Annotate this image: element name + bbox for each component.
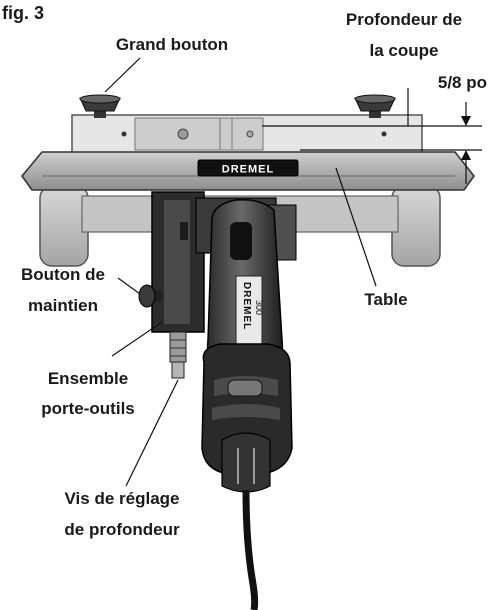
- ensemble-line1: Ensemble: [48, 369, 128, 388]
- power-cord: [242, 489, 259, 610]
- tool-brand-label: DREMEL: [241, 282, 252, 330]
- ensemble-line2: porte-outils: [41, 399, 135, 418]
- bouton-maintien-line1: Bouton de: [21, 265, 105, 284]
- depth-value-label: 5/8 po: [438, 73, 487, 92]
- bouton-maintien-line2: maintien: [28, 296, 98, 315]
- rotary-tool: [201, 198, 293, 493]
- leader-lines: [104, 57, 377, 487]
- grand-bouton-label: Grand bouton: [116, 35, 228, 54]
- depth-dimension: [262, 88, 482, 184]
- table-label: Table: [364, 290, 407, 309]
- large-knob-left: [79, 94, 121, 118]
- vis-reglage-line1: Vis de réglage: [65, 489, 180, 508]
- vis-reglage-line2: de profondeur: [64, 520, 180, 539]
- figure-number: fig. 3: [2, 3, 44, 23]
- holding-knob: [138, 284, 162, 308]
- profondeur-label-line2: la coupe: [370, 41, 439, 60]
- fence: [71, 114, 423, 154]
- large-knob-right: [354, 94, 396, 118]
- tool-model-label: 300: [254, 300, 264, 315]
- table-top: [20, 151, 476, 191]
- profondeur-label-line1: Profondeur de: [346, 10, 462, 29]
- depth-adjust-screw: [169, 331, 187, 379]
- brand-plate-label: DREMEL: [222, 164, 274, 176]
